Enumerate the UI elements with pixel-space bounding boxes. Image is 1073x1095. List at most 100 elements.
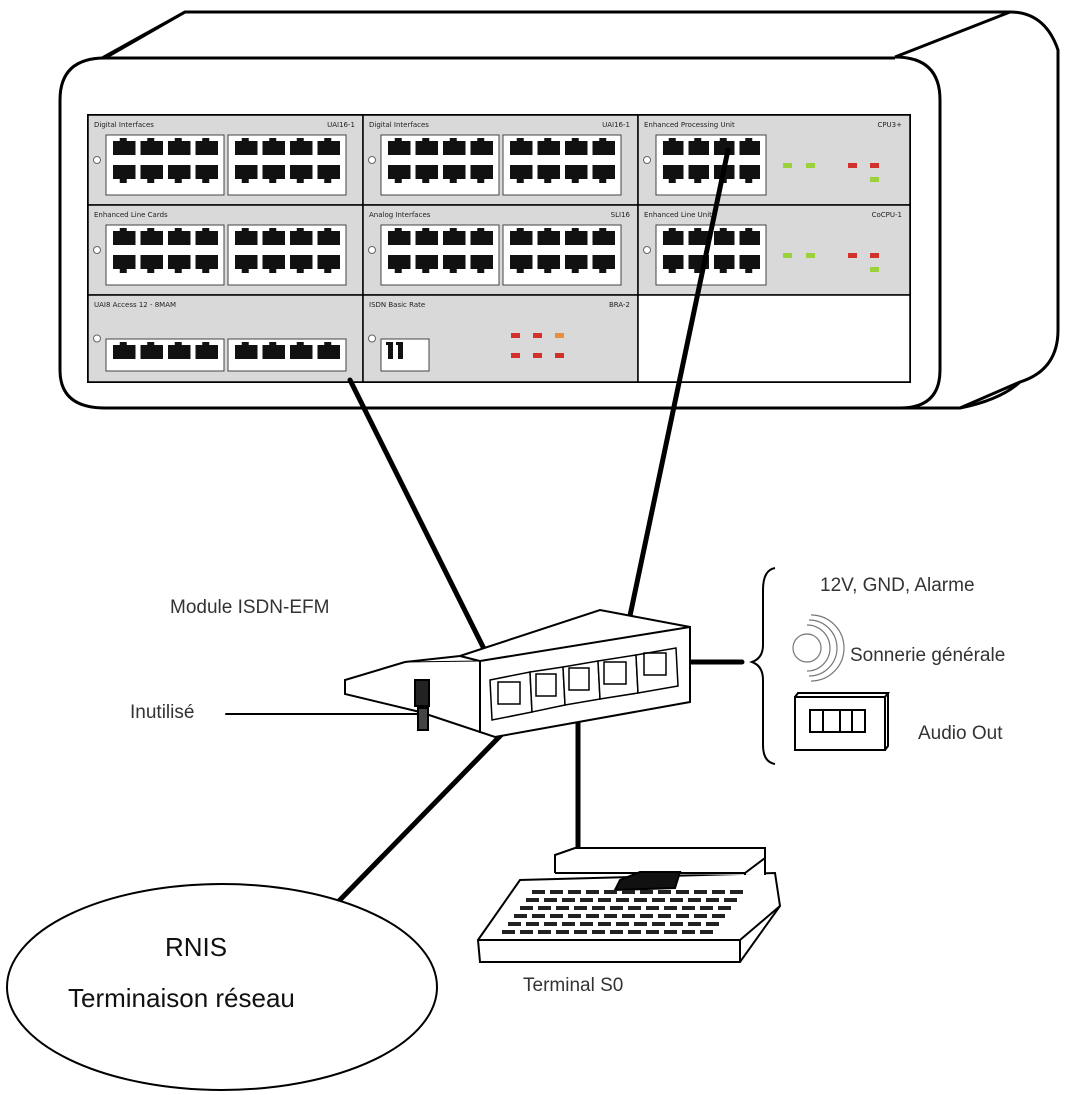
rj45-port: [592, 228, 615, 245]
keypad-key: [544, 898, 557, 902]
keypad-key: [526, 922, 539, 926]
screw-icon: [93, 334, 101, 343]
keypad-key: [538, 906, 551, 910]
keypad-key: [520, 930, 533, 934]
module-label: Module ISDN-EFM: [170, 597, 330, 618]
terminal-s0-icon: [476, 847, 782, 963]
rj45-port: [443, 138, 466, 155]
rj45-port: [113, 165, 136, 183]
status-led: [848, 163, 857, 168]
rj45-port: [317, 165, 340, 183]
rj45-port: [470, 165, 493, 183]
accessories-brace: [749, 567, 776, 765]
rj45-port: [510, 255, 533, 273]
status-led: [511, 353, 520, 358]
rj45-port: [415, 138, 438, 155]
rnis-subtitle: Terminaison réseau: [68, 983, 295, 1013]
rj45-port: [317, 342, 340, 359]
rj45-port: [688, 228, 709, 245]
keypad-key: [580, 922, 593, 926]
keypad-key: [544, 922, 557, 926]
rack-panel: Analog Interfaces SLI16: [362, 204, 639, 296]
screw-icon: [643, 156, 651, 164]
status-led: [806, 253, 815, 258]
status-led: [870, 163, 879, 168]
panel-title: Enhanced Line Unit: [644, 211, 712, 219]
rj45-port: [317, 138, 340, 155]
panel-code: SLI16: [611, 211, 631, 219]
rj45-port: [290, 342, 313, 359]
rnis-bubble: [6, 883, 438, 1091]
rj45-port: [510, 165, 533, 183]
status-led: [806, 163, 815, 168]
rj45-port: [113, 138, 136, 155]
rj45-port: [565, 165, 588, 183]
rj45-port: [290, 165, 313, 183]
keypad-key: [730, 890, 743, 894]
screw-icon: [368, 156, 376, 164]
rj45-port: [537, 165, 560, 183]
rj45-port: [415, 255, 438, 273]
rj45-port: [140, 228, 163, 245]
panel-title: ISDN Basic Rate: [369, 301, 425, 309]
keypad-key: [520, 906, 533, 910]
keypad-key: [694, 914, 707, 918]
keypad-key: [502, 930, 515, 934]
unused-label: Inutilisé: [130, 702, 195, 723]
panel-title: Analog Interfaces: [369, 211, 431, 219]
panel-code: UAI16-1: [602, 121, 630, 129]
keypad-key: [514, 914, 527, 918]
rj45-port: [262, 228, 285, 245]
panel-title: Enhanced Processing Unit: [644, 121, 735, 129]
keypad-key: [694, 890, 707, 894]
keypad-key: [628, 906, 641, 910]
audio-out-icon: [794, 692, 890, 751]
keypad-key: [538, 930, 551, 934]
rj45-port: [443, 255, 466, 273]
rj45-port: [317, 255, 340, 273]
rj45-port: [168, 228, 191, 245]
keypad-key: [622, 914, 635, 918]
rj45-port: [663, 138, 684, 155]
keypad-key: [646, 906, 659, 910]
rj45-port: [565, 255, 588, 273]
rj45-port: [739, 228, 760, 245]
keypad-key: [592, 930, 605, 934]
keypad-key: [550, 890, 563, 894]
keypad-key: [556, 906, 569, 910]
rack-panel: ISDN Basic Rate BRA-2: [362, 294, 639, 383]
ringer-label: Sonnerie générale: [850, 645, 1006, 666]
rj45-port: [140, 165, 163, 183]
keypad-key: [586, 914, 599, 918]
rj45-port: [113, 342, 136, 359]
rj45-port: [168, 342, 191, 359]
rnis-title: RNIS: [165, 932, 228, 962]
keypad-key: [592, 906, 605, 910]
screw-icon: [93, 246, 101, 254]
keypad-key: [562, 898, 575, 902]
panel-title: Digital Interfaces: [369, 121, 429, 129]
keypad-key: [568, 890, 581, 894]
terminal-label: Terminal S0: [523, 975, 624, 996]
status-led: [870, 253, 879, 258]
rj45-port: [537, 228, 560, 245]
keypad-key: [700, 906, 713, 910]
ringer-icon: [792, 614, 845, 682]
keypad-key: [616, 898, 629, 902]
rj45-port: [386, 342, 393, 359]
keypad-key: [640, 890, 653, 894]
rj45-port: [262, 165, 285, 183]
rj45-port: [113, 228, 136, 245]
rj45-port: [195, 138, 218, 155]
keypad-key: [628, 930, 641, 934]
rj45-port: [739, 255, 760, 273]
keypad-key: [574, 906, 587, 910]
power-label: 12V, GND, Alarme: [820, 575, 975, 596]
status-led: [870, 177, 879, 182]
rj45-port: [592, 165, 615, 183]
panel-code: BRA-2: [609, 301, 630, 309]
status-led: [783, 163, 792, 168]
